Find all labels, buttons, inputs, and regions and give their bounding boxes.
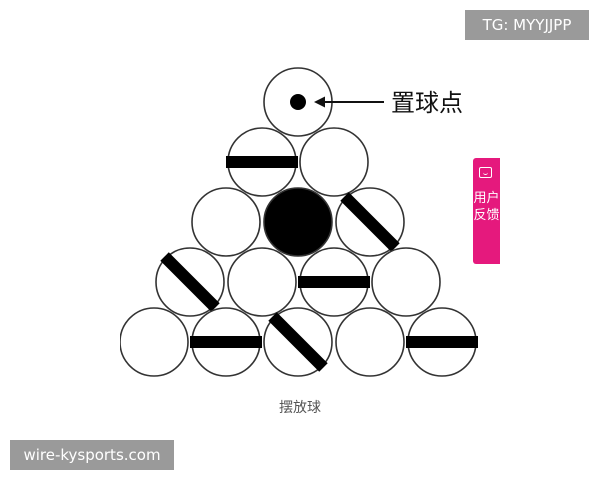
feedback-icon [479,167,492,178]
ball-plain [299,127,369,197]
ball-diagonal-stripe [335,187,405,257]
ball-stripe [340,192,400,252]
ball-plain [371,247,441,317]
ball-stripe [160,252,220,312]
site-watermark: wire-kysports.com [10,440,174,470]
ball-stripe [190,336,262,348]
ball-stripe [406,336,478,348]
ball-diagonal-stripe [263,307,333,377]
callout-arrow [314,96,384,108]
spot-dot [290,94,306,110]
ball-stripe [268,312,328,372]
tg-badge: TG: MYYJJPP [465,10,589,40]
user-feedback-tab[interactable]: 用户反馈 [473,158,500,264]
ball-plain [227,247,297,317]
diagram-caption: 摆放球 [279,400,321,416]
balls-group [120,67,478,377]
ball-plain [335,307,405,377]
ball-stripe [226,156,298,168]
ball-diagonal-stripe [155,247,225,317]
ball-horizontal-stripe [190,307,262,377]
ball-rack-diagram: 置球点 [120,60,485,385]
ball-horizontal-stripe [298,247,370,317]
callout-label: 置球点 [391,89,463,117]
ball-horizontal-stripe [226,127,298,197]
ball-stripe [298,276,370,288]
feedback-label: 用户反馈 [473,191,500,223]
ball-plain [191,187,261,257]
ball-horizontal-stripe [406,307,478,377]
ball-rack-svg: 置球点 [120,67,478,377]
ball-plain [120,307,189,377]
ball-solid-black [263,187,333,257]
